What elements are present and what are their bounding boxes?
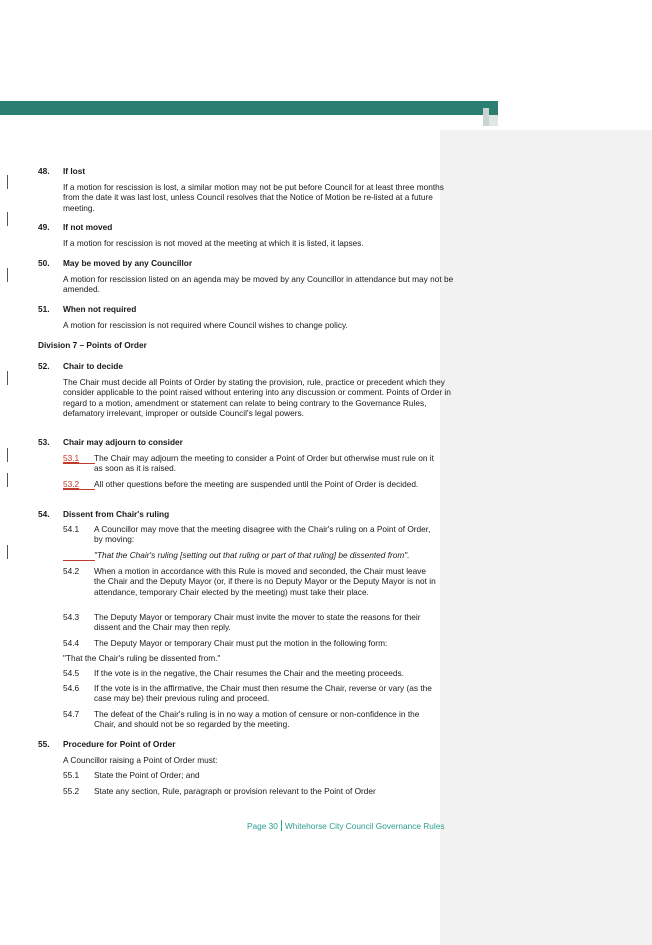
page-number: Page 30	[247, 821, 278, 831]
inserted-underline	[63, 463, 95, 464]
section-number: 52.	[38, 361, 50, 371]
item-text: If the vote is in the negative, the Chai…	[94, 668, 404, 678]
item-text: The Deputy Mayor or temporary Chair must…	[94, 612, 421, 633]
section-number: 51.	[38, 304, 50, 314]
list-item: 55.2 State any section, Rule, paragraph …	[38, 786, 436, 796]
section-body: A Councillor raising a Point of Order mu…	[63, 755, 218, 765]
item-text: When a motion in accordance with this Ru…	[94, 566, 436, 597]
item-text: The Deputy Mayor or temporary Chair must…	[94, 638, 388, 648]
list-item: 53.2 All other questions before the meet…	[38, 479, 436, 490]
item-number: 54.1	[63, 524, 80, 534]
list-item: 54.4 The Deputy Mayor or temporary Chair…	[38, 638, 436, 648]
motion-form: "That the Chair's ruling be dissented fr…	[63, 653, 221, 663]
item-text: The Chair may adjourn the meeting to con…	[94, 453, 434, 474]
section-title: Chair may adjourn to consider	[63, 437, 183, 447]
section-title: If not moved	[63, 222, 113, 232]
change-bar	[7, 212, 8, 226]
change-bar	[7, 545, 8, 559]
item-number: 55.2	[63, 786, 80, 796]
item-text: If the vote is in the affirmative, the C…	[94, 683, 432, 704]
section-title: Chair to decide	[63, 361, 123, 371]
section-body: If a motion for rescission is not moved …	[63, 238, 364, 248]
change-bar	[7, 175, 8, 189]
item-text: A Councillor may move that the meeting d…	[94, 524, 431, 545]
quoted-motion: "That the Chair's ruling [setting out th…	[94, 550, 410, 560]
item-number: 54.2	[63, 566, 80, 576]
header-band	[0, 101, 498, 115]
list-item: 54.3 The Deputy Mayor or temporary Chair…	[38, 612, 436, 633]
list-item: 55.1 State the Point of Order; and	[38, 770, 436, 780]
document-title: Whitehorse City Council Governance Rules	[284, 821, 445, 831]
item-text: All other questions before the meeting a…	[94, 479, 419, 489]
section-title: Dissent from Chair's ruling	[63, 509, 170, 519]
item-number: 53.2	[63, 479, 80, 489]
change-bar	[7, 268, 8, 282]
section-body: The Chair must decide all Points of Orde…	[63, 377, 451, 419]
item-number: 55.1	[63, 770, 80, 780]
change-bar	[7, 448, 8, 462]
section-number: 50.	[38, 258, 50, 268]
item-text: The defeat of the Chair's ruling is in n…	[94, 709, 420, 730]
list-item: 54.6 If the vote is in the affirmative, …	[38, 683, 436, 704]
page-footer: Page 30 Whitehorse City Council Governanc…	[247, 820, 444, 831]
item-number: 54.7	[63, 709, 80, 719]
item-number: 54.4	[63, 638, 80, 648]
section-title: May be moved by any Councillor	[63, 258, 193, 268]
list-item: 54.7 The defeat of the Chair's ruling is…	[38, 709, 436, 730]
section-body: If a motion for rescission is lost, a si…	[63, 182, 444, 213]
section-number: 53.	[38, 437, 50, 447]
division-heading: Division 7 – Points of Order	[38, 340, 147, 350]
section-number: 49.	[38, 222, 50, 232]
item-number: 54.3	[63, 612, 80, 622]
list-item: 53.1 The Chair may adjourn the meeting t…	[38, 453, 436, 474]
comment-pane	[440, 130, 652, 945]
list-item: 54.1 A Councillor may move that the meet…	[38, 524, 436, 545]
item-number: 54.6	[63, 683, 80, 693]
section-number: 54.	[38, 509, 50, 519]
section-title: When not required	[63, 304, 137, 314]
footer-separator	[280, 820, 282, 831]
section-body: A motion for rescission listed on an age…	[63, 274, 454, 295]
section-title: Procedure for Point of Order	[63, 739, 176, 749]
section-title: If lost	[63, 166, 86, 176]
section-number: 48.	[38, 166, 50, 176]
item-number: 53.1	[63, 453, 80, 463]
inserted-underline	[63, 560, 95, 561]
section-number: 55.	[38, 739, 50, 749]
header-tab	[483, 108, 489, 126]
item-text: State the Point of Order; and	[94, 770, 200, 780]
list-item: "That the Chair's ruling [setting out th…	[38, 550, 436, 561]
header-tab-shadow	[489, 115, 498, 126]
section-body: A motion for rescission is not required …	[63, 320, 348, 330]
item-number: 54.5	[63, 668, 80, 678]
item-text: State any section, Rule, paragraph or pr…	[94, 786, 376, 796]
change-bar	[7, 371, 8, 385]
inserted-underline	[63, 489, 95, 490]
list-item: 54.5 If the vote is in the negative, the…	[38, 668, 436, 678]
change-bar	[7, 473, 8, 487]
list-item: 54.2 When a motion in accordance with th…	[38, 566, 436, 597]
